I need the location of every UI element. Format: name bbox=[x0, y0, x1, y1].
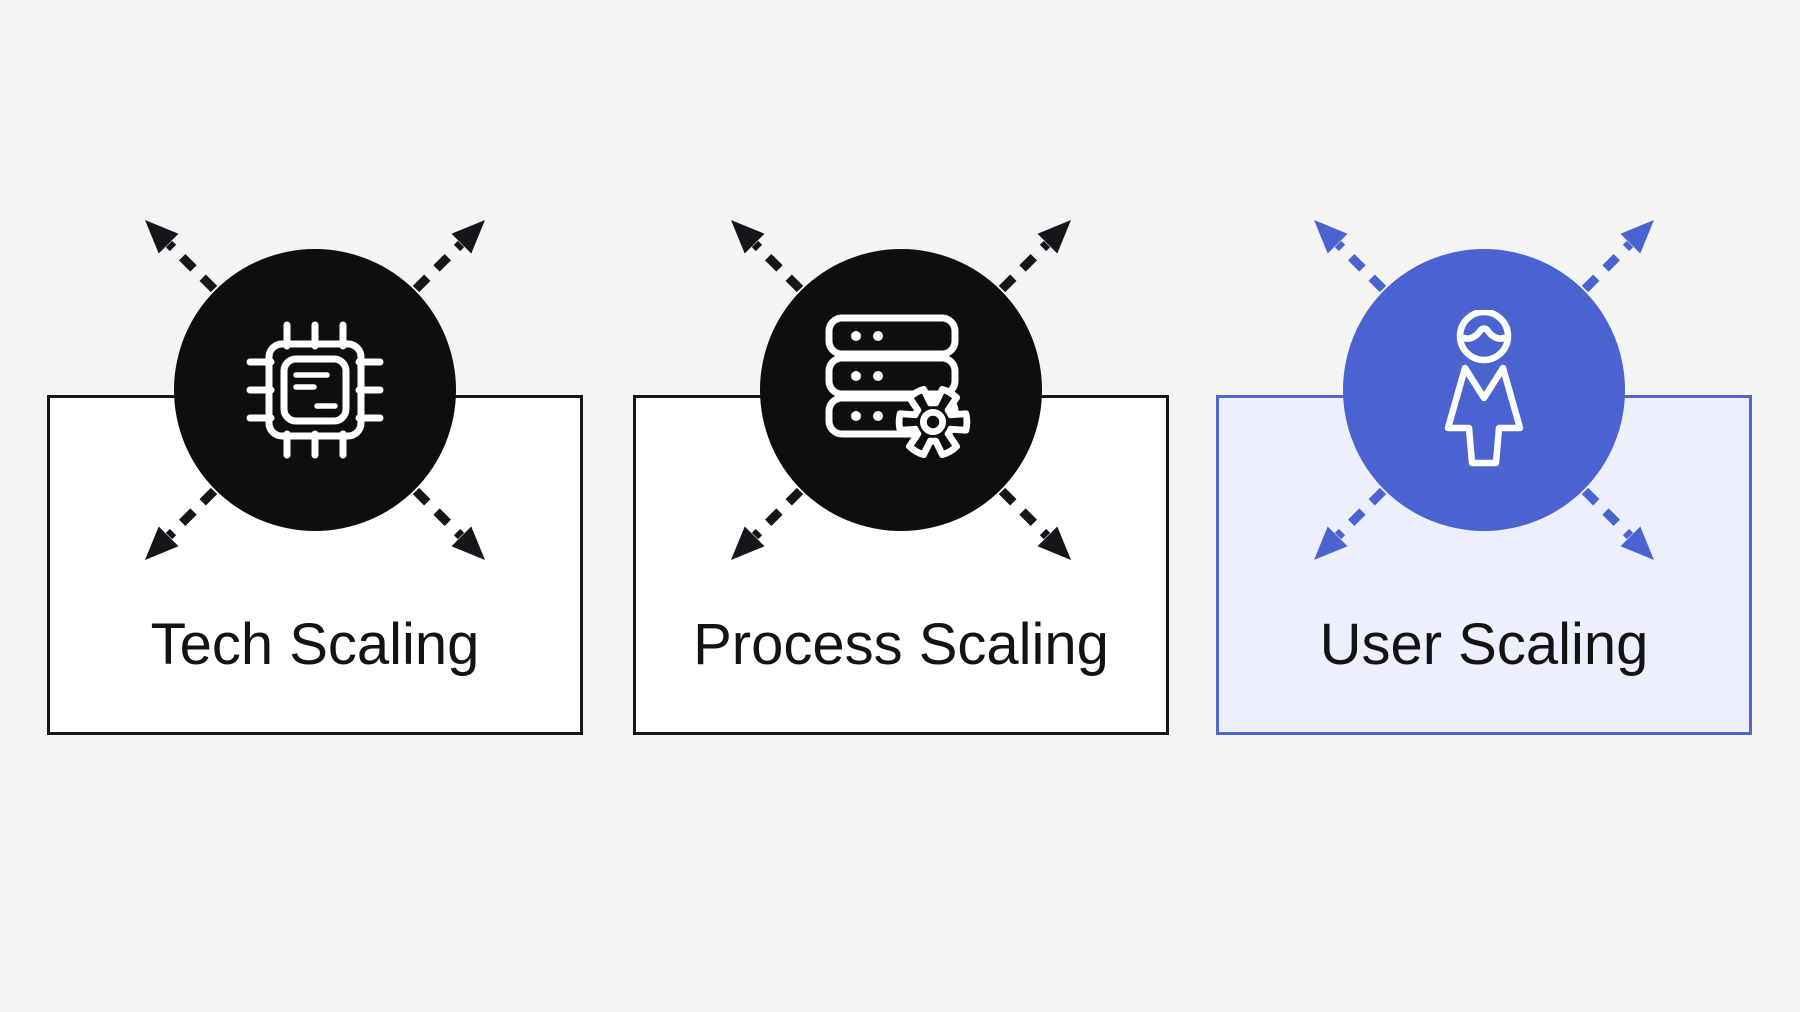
card-label: User Scaling bbox=[1319, 612, 1649, 677]
expand-arrows bbox=[1314, 220, 1654, 560]
card-label: Tech Scaling bbox=[150, 612, 480, 677]
expand-arrows bbox=[731, 220, 1071, 560]
card-label: Process Scaling bbox=[693, 612, 1109, 677]
user-scaling-card: User Scaling bbox=[1216, 0, 1752, 1012]
tech-scaling-card: Tech Scaling bbox=[47, 0, 583, 1012]
server-gear-icon bbox=[825, 314, 971, 458]
person-icon bbox=[1444, 310, 1524, 467]
icon-circle bbox=[760, 249, 1042, 531]
icon-circle bbox=[174, 249, 456, 531]
expand-arrows bbox=[145, 220, 485, 560]
icon-circle bbox=[1343, 249, 1625, 531]
process-scaling-card: Process Scaling bbox=[633, 0, 1169, 1012]
chip-icon bbox=[246, 321, 384, 459]
